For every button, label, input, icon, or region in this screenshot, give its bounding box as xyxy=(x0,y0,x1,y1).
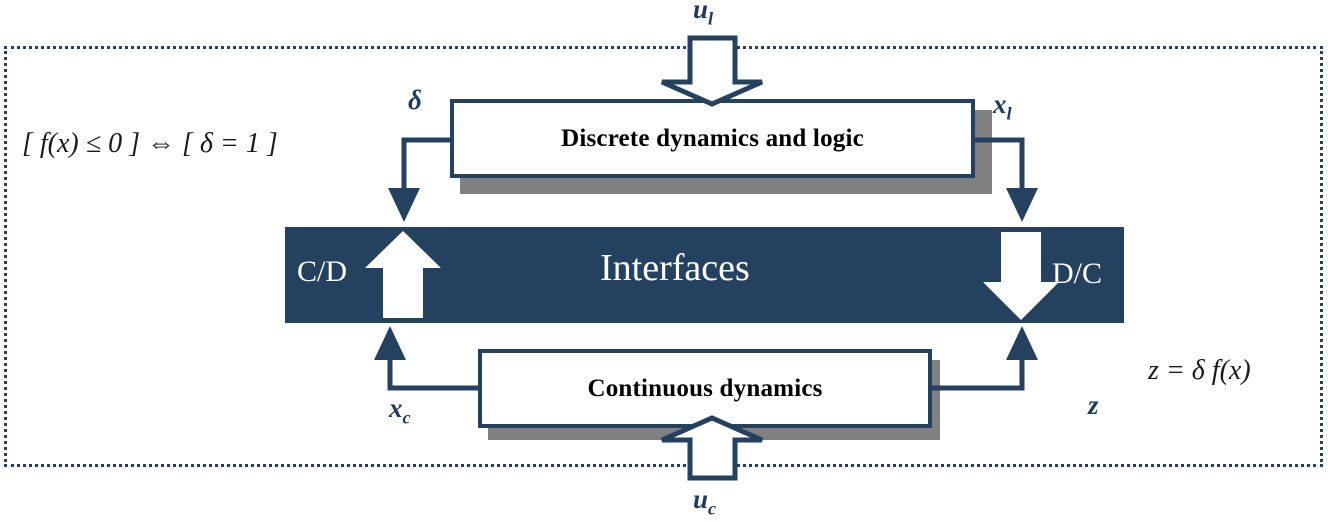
interfaces-cd-label: C/D xyxy=(297,255,348,288)
signal-label-u-logic: ul xyxy=(693,0,713,29)
signal-label-delta: δ xyxy=(408,85,422,115)
u-logic-sub: l xyxy=(708,8,714,29)
logic-equivalence-equation: [ f(x) ≤ 0 ] ⇔ [ δ = 1 ] xyxy=(22,128,278,159)
interfaces-dc-label: D/C xyxy=(1052,257,1103,290)
interfaces-label: Interfaces xyxy=(600,247,750,289)
discrete-dynamics-block[interactable]: Discrete dynamics and logic xyxy=(450,99,975,178)
signal-label-x-logic: xl xyxy=(993,89,1012,124)
signal-label-u-continuous: uc xyxy=(693,484,716,519)
x-cont-sub: c xyxy=(402,407,411,428)
u-logic-base: u xyxy=(693,0,709,24)
x-logic-base: x xyxy=(993,89,1007,119)
discrete-dynamics-label: Discrete dynamics and logic xyxy=(561,124,864,152)
u-cont-sub: c xyxy=(708,498,717,519)
x-logic-sub: l xyxy=(1006,103,1012,124)
x-cont-base: x xyxy=(389,393,403,423)
signal-label-z: z xyxy=(1088,390,1099,420)
z-definition-equation: z = δ f(x) xyxy=(1148,355,1251,386)
continuous-dynamics-label: Continuous dynamics xyxy=(587,374,823,402)
u-cont-base: u xyxy=(693,484,709,514)
continuous-dynamics-block[interactable]: Continuous dynamics xyxy=(478,349,932,428)
signal-label-x-continuous: xc xyxy=(389,393,411,428)
